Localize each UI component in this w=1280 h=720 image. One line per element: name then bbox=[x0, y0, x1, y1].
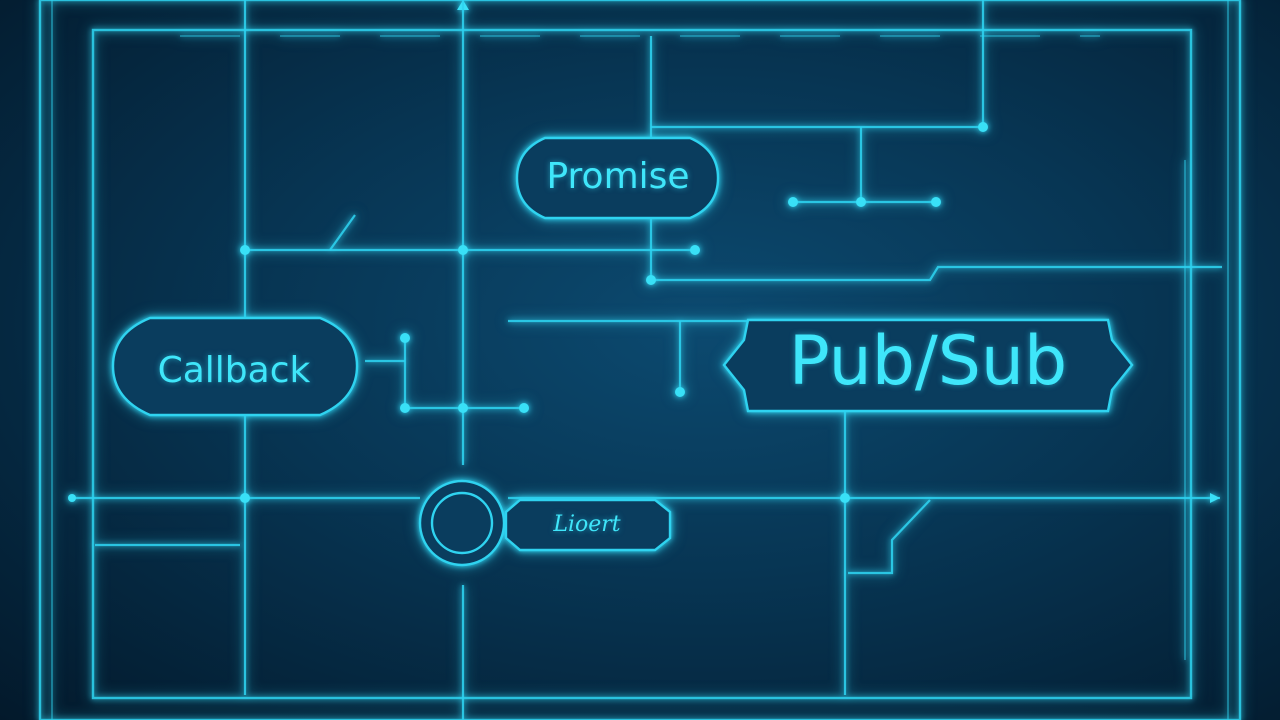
frame-inner bbox=[91, 28, 1193, 700]
pubsub-node bbox=[722, 318, 1134, 413]
ring-node bbox=[418, 479, 506, 567]
callback-label: Callback bbox=[157, 350, 311, 391]
client-node bbox=[504, 498, 672, 552]
callback-node bbox=[111, 316, 359, 417]
promise-label: Promise bbox=[546, 156, 690, 197]
pubsub-label: Pub/Sub bbox=[788, 322, 1068, 401]
frame-outer bbox=[38, 0, 1242, 720]
client-label: Lioert bbox=[553, 512, 621, 537]
promise-node bbox=[515, 136, 720, 220]
